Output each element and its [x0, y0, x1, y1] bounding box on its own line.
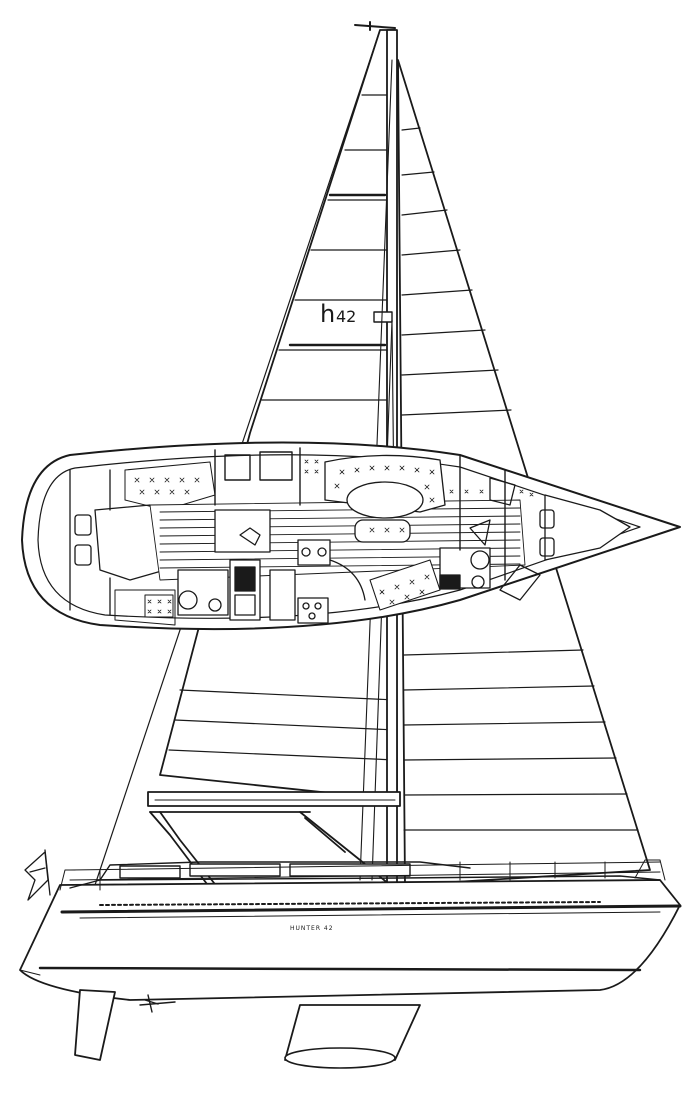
propeller [139, 994, 176, 1013]
starboard-settee [369, 559, 441, 611]
keel [284, 1004, 421, 1069]
boom [147, 791, 401, 807]
ensign-flag [24, 849, 51, 901]
rudder [74, 989, 116, 1061]
headsail-panel-seams [401, 127, 639, 831]
quarter-berth-cushions [114, 461, 216, 626]
cushion-pattern [134, 459, 534, 614]
galley [229, 539, 331, 624]
spreader-fitting [373, 311, 393, 323]
chart-table [214, 509, 271, 553]
hull-name-text: HUNTER 42 [290, 925, 334, 932]
hull-profile [19, 879, 682, 1001]
mainsail-panel-seams [168, 94, 397, 761]
passage-line [329, 559, 366, 601]
mainsail [159, 29, 398, 801]
model-label-number: 42 [336, 307, 356, 326]
forward-head [439, 547, 491, 590]
mainsail-battens [288, 193, 387, 347]
dinette [324, 454, 446, 543]
model-label-h: h [320, 300, 335, 328]
lifelines [59, 859, 666, 891]
v-berth [469, 477, 631, 601]
aft-head [177, 569, 229, 616]
interior-plan [21, 441, 681, 631]
bulkheads [214, 447, 506, 581]
